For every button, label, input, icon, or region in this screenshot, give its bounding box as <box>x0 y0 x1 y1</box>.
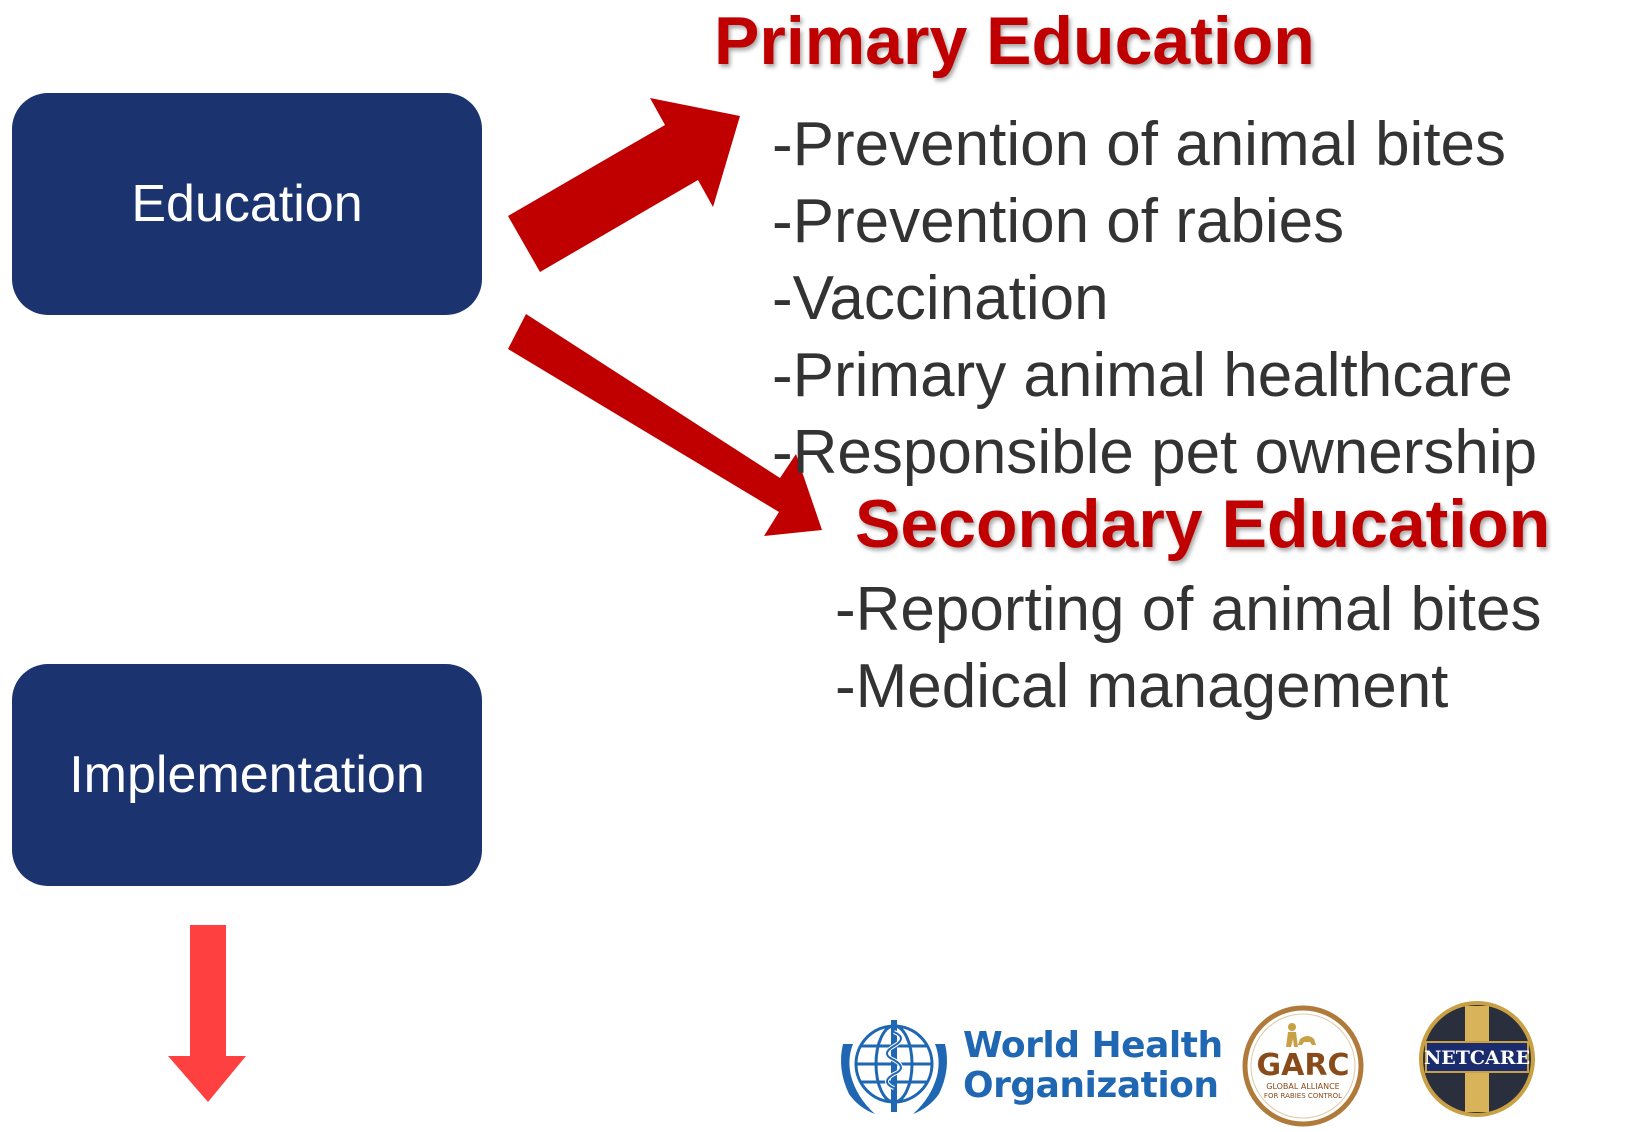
netcare-emblem-icon: NETCARE <box>1419 1001 1535 1117</box>
implementation-label: Implementation <box>69 746 425 804</box>
arrow-to-secondary-education <box>508 314 822 536</box>
garc-line2: FOR RABIES CONTROL <box>1264 1092 1342 1100</box>
secondary-education-list: -Reporting of animal bites -Medical mana… <box>835 571 1541 725</box>
list-item: -Vaccination <box>772 264 1109 333</box>
list-item: -Responsible pet ownership <box>772 418 1538 487</box>
netcare-logo: NETCARE <box>1418 1000 1536 1123</box>
who-logo: World Health Organization <box>835 1014 1223 1118</box>
list-item: -Prevention of animal bites <box>772 110 1507 179</box>
list-item: -Reporting of animal bites <box>835 575 1542 644</box>
arrow-to-primary-education <box>508 98 740 272</box>
primary-education-heading: Primary Education <box>714 3 1315 79</box>
garc-acronym: GARC <box>1257 1048 1350 1083</box>
arrow-down-from-implementation <box>168 925 246 1102</box>
primary-education-list: -Prevention of animal bites -Prevention … <box>772 106 1537 491</box>
education-box: Education <box>12 93 482 315</box>
list-item: -Medical management <box>835 652 1449 721</box>
list-item: -Prevention of rabies <box>772 187 1345 256</box>
garc-line1: GLOBAL ALLIANCE <box>1266 1082 1339 1091</box>
garc-emblem-icon: GARC GLOBAL ALLIANCE FOR RABIES CONTROL <box>1242 1005 1364 1127</box>
list-item: -Primary animal healthcare <box>772 341 1513 410</box>
secondary-education-heading: Secondary Education <box>855 486 1551 562</box>
garc-logo: GARC GLOBAL ALLIANCE FOR RABIES CONTROL <box>1240 1005 1366 1132</box>
education-label: Education <box>131 175 363 233</box>
who-emblem-icon <box>841 1020 947 1114</box>
who-name-line2: Organization <box>963 1065 1219 1106</box>
who-name-line1: World Health <box>963 1025 1223 1066</box>
netcare-wordmark: NETCARE <box>1424 1047 1530 1069</box>
implementation-box: Implementation <box>12 664 482 886</box>
